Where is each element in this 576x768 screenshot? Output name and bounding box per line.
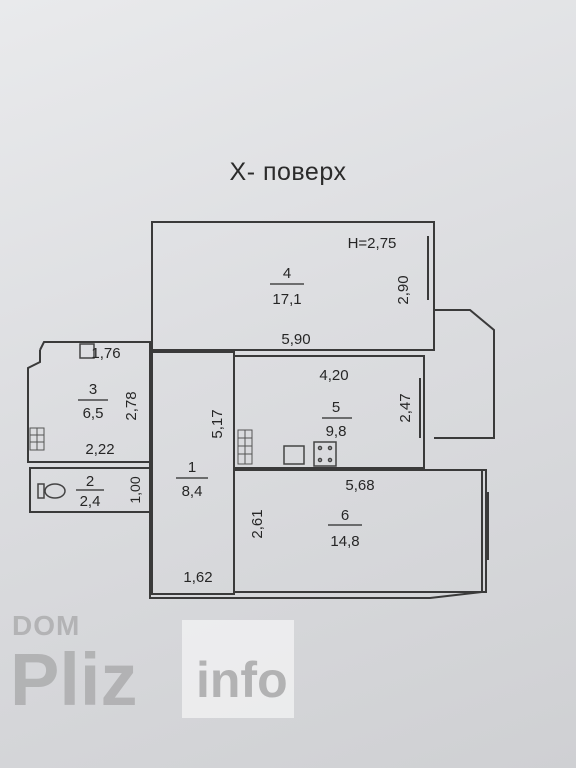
- sink-icon: [79, 343, 95, 359]
- room4-width: 5,90: [281, 331, 310, 348]
- watermark-box: [182, 620, 294, 718]
- watermark-pliz: Pliz: [10, 638, 138, 721]
- room-4-number: 4: [283, 265, 291, 282]
- room3-top: 1,76: [91, 345, 120, 362]
- room2-side: 1,00: [127, 476, 143, 503]
- tile-icon: [29, 427, 253, 465]
- room-2-area: 2,4: [80, 493, 101, 510]
- outer-wall: [149, 350, 483, 599]
- room5-side: 2,47: [397, 393, 414, 422]
- room3-side: 2,78: [123, 391, 140, 420]
- room6-top: 5,68: [345, 477, 374, 494]
- watermark-info: info: [196, 652, 288, 708]
- room-5-outline: [233, 355, 425, 469]
- room-5-area: 9,8: [326, 423, 347, 440]
- room-1-number: 1: [188, 459, 196, 476]
- room-4-area: 17,1: [272, 291, 301, 308]
- room-6-number: 6: [341, 507, 349, 524]
- floor-title: X- поверх: [229, 158, 347, 186]
- room-6-outline: [233, 469, 487, 593]
- watermark-dom: DOM: [12, 610, 81, 641]
- ceiling-height: H=2,75: [348, 235, 397, 252]
- stove-icon: [283, 441, 337, 467]
- room4-height: 2,90: [395, 275, 412, 304]
- room-4-outline: [151, 221, 435, 351]
- room6-side: 2,61: [249, 509, 266, 538]
- room-2-number: 2: [86, 473, 94, 490]
- room-1-area: 8,4: [182, 483, 203, 500]
- room-3-number: 3: [89, 381, 97, 398]
- room1-side: 5,17: [209, 409, 226, 438]
- room-3-area: 6,5: [83, 405, 104, 422]
- balcony-outline: [434, 309, 495, 439]
- room5-top: 4,20: [319, 367, 348, 384]
- room3-bottom: 2,22: [85, 441, 114, 458]
- toilet-icon: [37, 483, 66, 499]
- room-6-area: 14,8: [330, 533, 359, 550]
- room1-bottom: 1,62: [183, 569, 212, 586]
- room-3-outline: [27, 341, 151, 463]
- room-5-number: 5: [332, 399, 340, 416]
